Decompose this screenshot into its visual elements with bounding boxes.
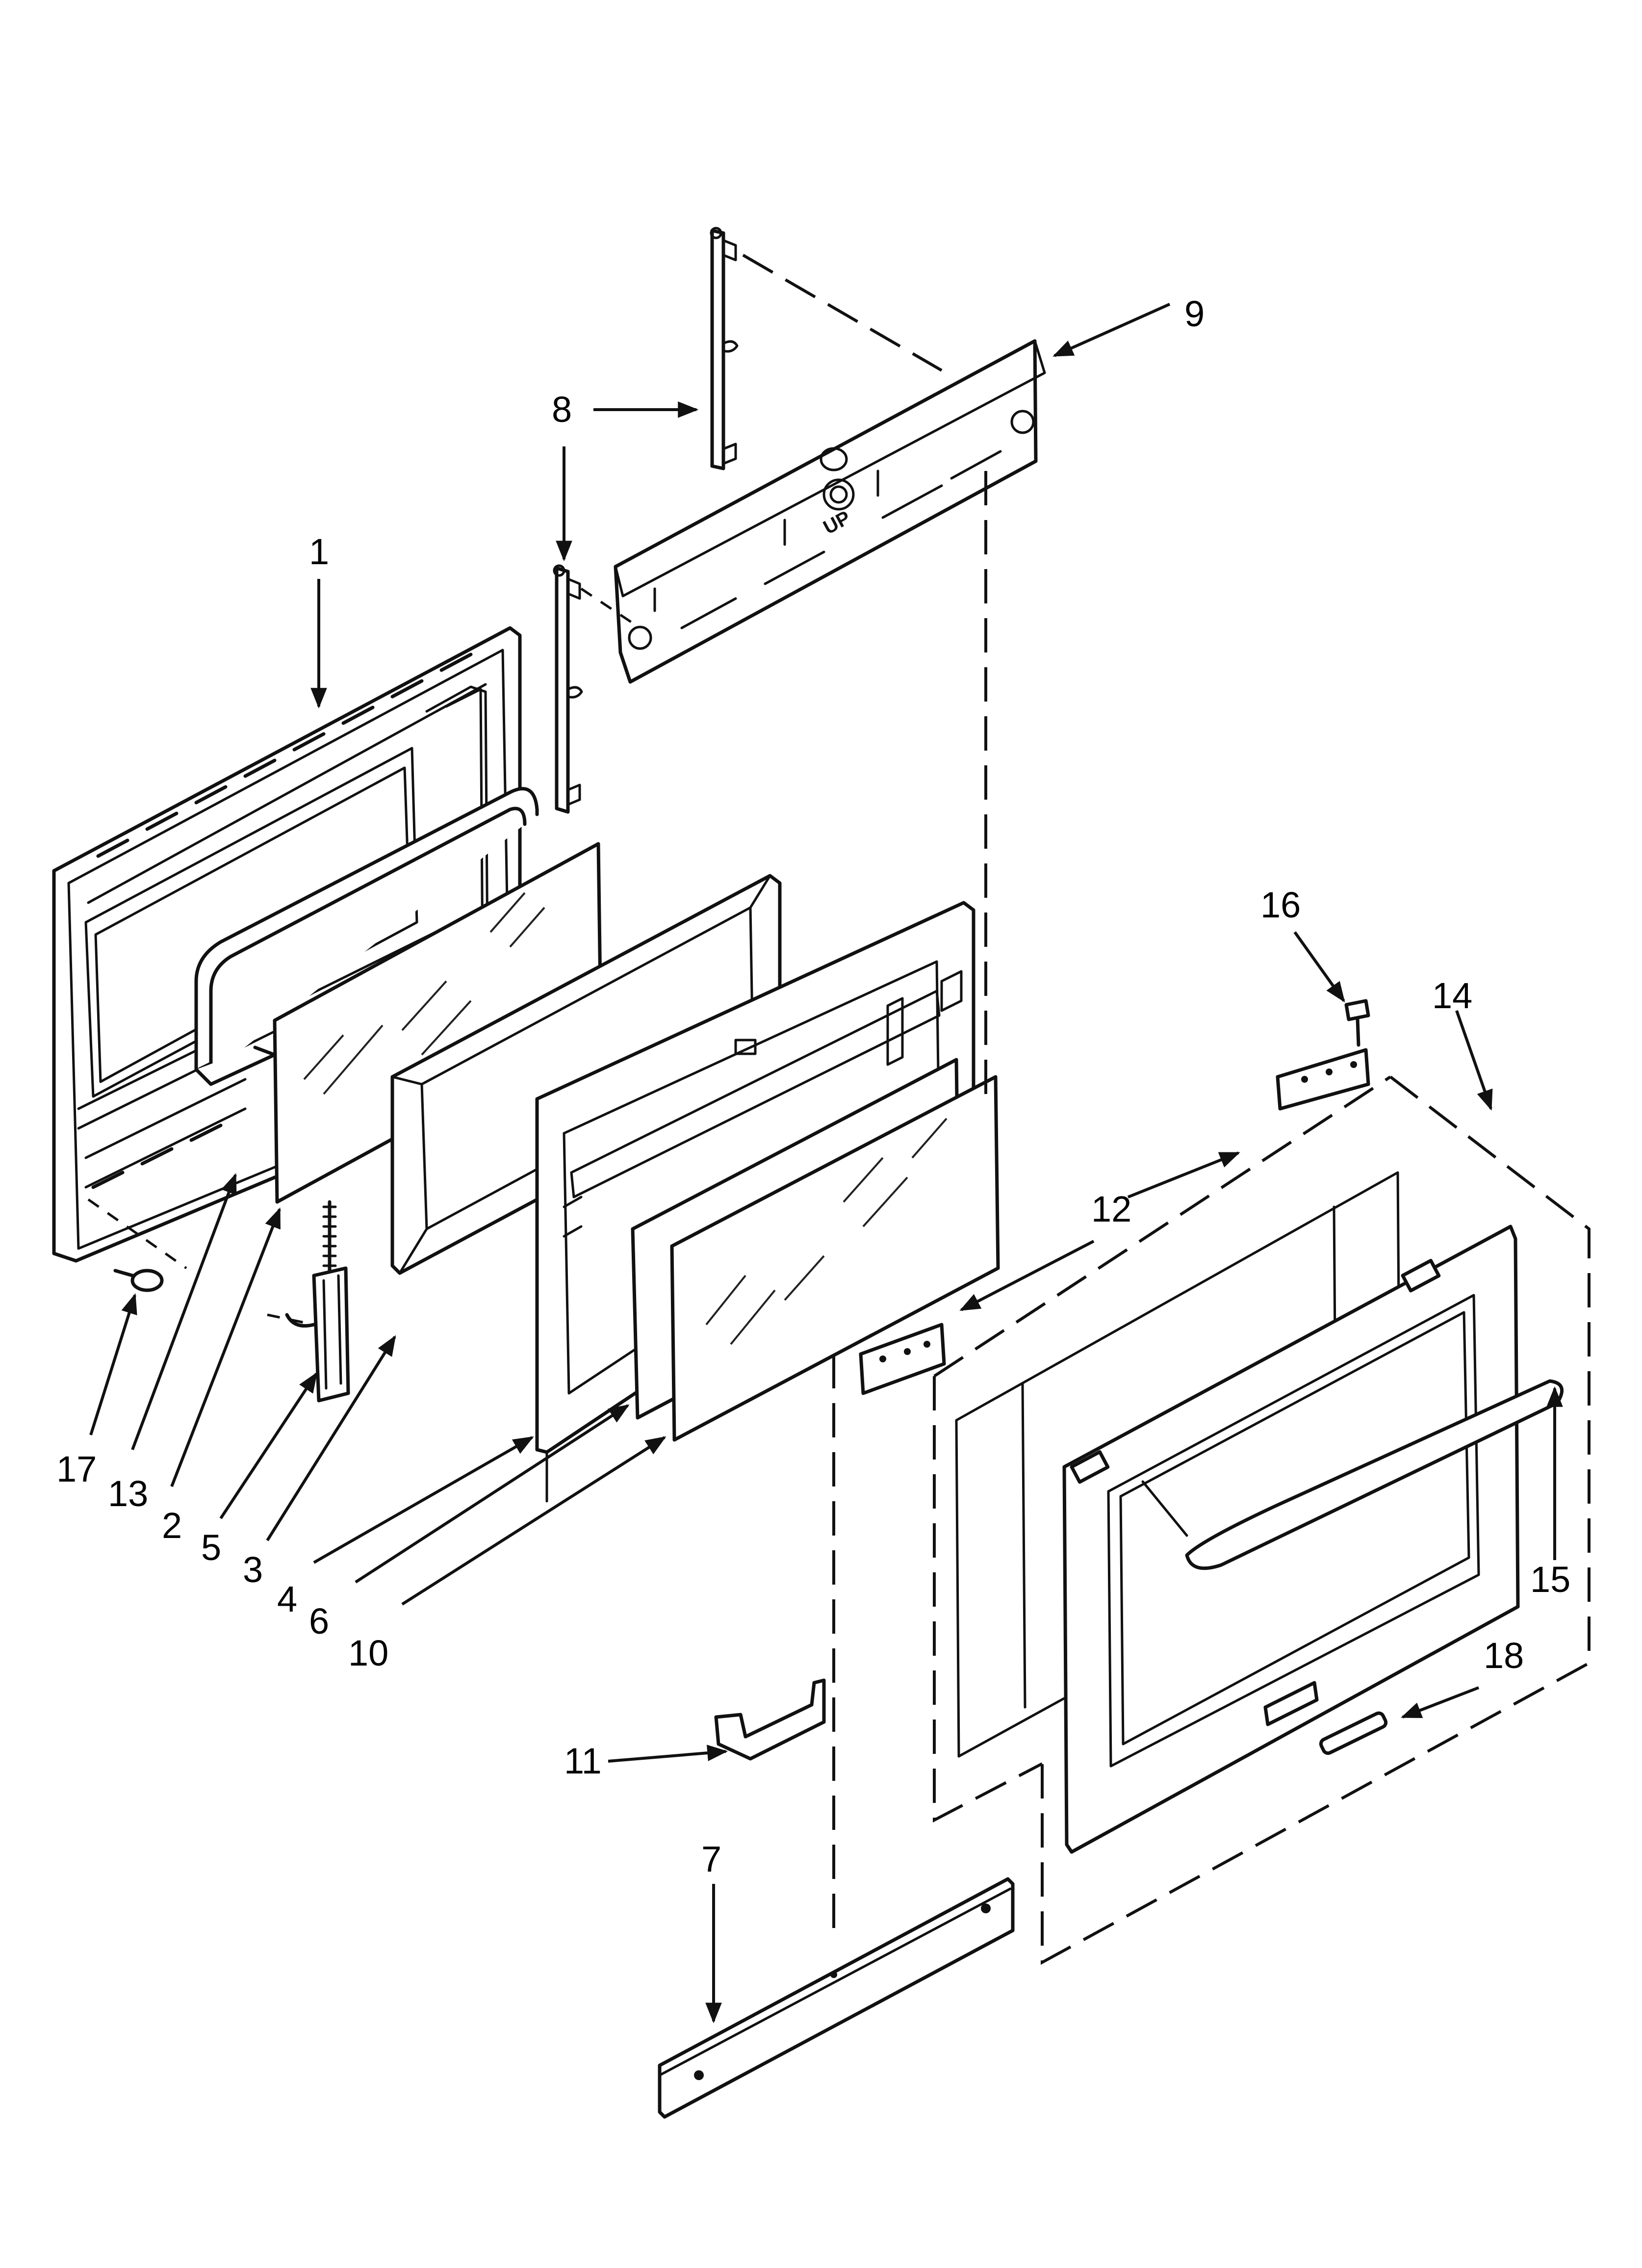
callout-10: 10 [348,1633,388,1673]
callout-3: 3 [243,1549,263,1590]
callout-1: 1 [309,531,329,572]
part-16-screw [1344,999,1370,1047]
part-8-upper-channel [710,227,739,470]
part-12-upper-hinge-bracket [1276,1048,1370,1111]
part-12-lower-hinge-bracket [859,1323,946,1395]
callout-7: 7 [701,1839,721,1879]
part-10-outer-glass [670,1075,1000,1442]
part-7-bottom-trim [658,1877,1015,2119]
callout-4: 4 [277,1579,297,1619]
part-8-lower-channel [553,564,583,814]
callout-11: 11 [564,1741,602,1781]
callout-8: 8 [552,389,572,430]
callout-2: 2 [162,1505,182,1546]
part-13-door-gasket [194,787,539,1086]
callout-13: 13 [108,1473,148,1514]
callout-16: 16 [1260,885,1301,925]
callout-6: 6 [309,1601,329,1642]
callout-15: 15 [1530,1559,1570,1600]
callout-labels: 1 2 3 4 5 6 7 8 9 10 11 12 13 14 15 16 1… [56,293,1570,1879]
callout-12: 12 [1091,1189,1131,1229]
part-11-bracket [714,1678,826,1761]
callout-14: 14 [1432,975,1472,1016]
alignment-lines [580,254,987,1943]
part-5-hinge [267,1200,350,1403]
callout-18: 18 [1484,1635,1524,1676]
callout-17: 17 [56,1449,97,1489]
callout-leaders [89,303,1563,2024]
part-18-badge [1263,1681,1388,1755]
callout-5: 5 [201,1527,221,1568]
part-17-screw [87,1198,187,1292]
callout-9: 9 [1184,293,1205,334]
part-15-outer-door-panel [1062,1225,1564,1854]
part-9-top-panel: UP [614,339,1046,684]
